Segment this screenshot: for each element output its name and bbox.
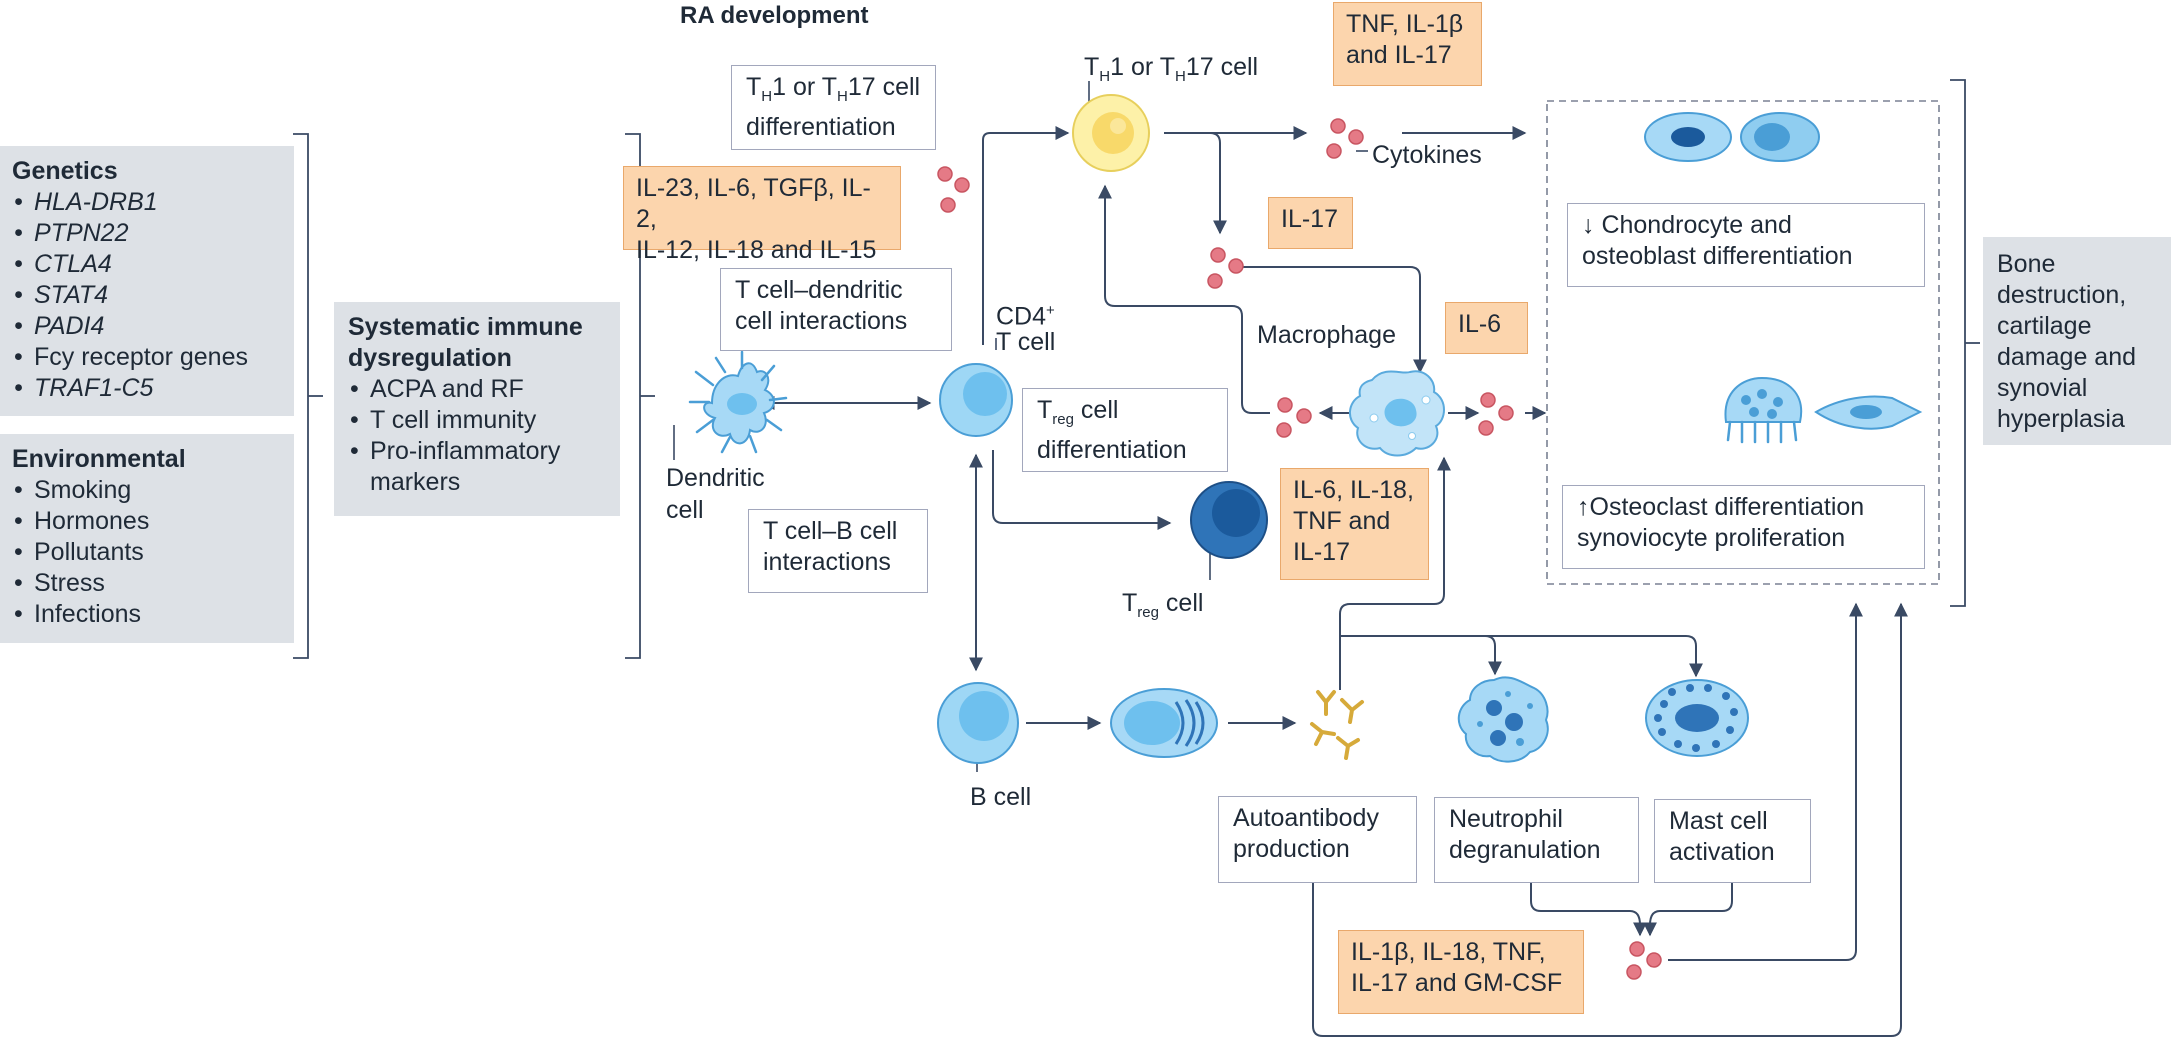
il6-il18-box: IL-6, IL-18, TNF and IL-17: [1280, 468, 1429, 580]
outcome-line: destruction,: [1997, 281, 2127, 309]
genetics-heading: Genetics: [12, 157, 118, 185]
il23-box: IL-23, IL-6, TGFβ, IL-2, IL-12, IL-18 an…: [623, 166, 901, 264]
dendritic-label-line1: Dendritic: [666, 464, 765, 492]
genetics-panel: Genetics HLA-DRB1 PTPN22 CTLA4 STAT4 PAD…: [0, 146, 294, 416]
outcome-line: damage and: [1997, 343, 2137, 371]
il6-box: IL-6: [1445, 302, 1528, 354]
dendritic-label-line2: cell: [666, 496, 704, 524]
outcome-panel: Bone destruction, cartilage damage and s…: [1983, 237, 2171, 445]
list-item: ACPA and RF: [348, 374, 606, 405]
il1b-il18-box: IL-1β, IL-18, TNF, IL-17 and GM-CSF: [1338, 930, 1584, 1014]
immune-heading-line2: dysregulation: [348, 344, 512, 372]
immune-list: ACPA and RF T cell immunity Pro-inflamma…: [348, 374, 606, 498]
mast-cell: [1645, 679, 1749, 757]
list-item: Pro-inflammatory markers: [348, 436, 606, 498]
autoantibody-callout: Autoantibody production: [1218, 796, 1417, 883]
neutrophil-callout: Neutrophil degranulation: [1434, 797, 1639, 883]
tnf-il1b-box: TNF, IL-1β and IL-17: [1333, 2, 1482, 86]
t-b-callout: T cell–B cell interactions: [748, 509, 928, 593]
list-item: HLA-DRB1: [12, 187, 282, 218]
arrows-group: [760, 126, 1908, 1037]
neutrophil-cell: [1457, 676, 1549, 763]
environmental-heading: Environmental: [12, 445, 186, 473]
diagram-title: RA development: [680, 2, 869, 29]
list-item: Fcy receptor genes: [12, 342, 282, 373]
list-item: TRAF1-C5: [12, 373, 282, 404]
list-item: T cell immunity: [348, 405, 606, 436]
cytokines-label: Cytokines: [1372, 141, 1482, 169]
environmental-panel: Environmental Smoking Hormones Pollutant…: [0, 434, 294, 643]
outcome-dashed-box: [1546, 100, 1940, 585]
cytokine-dots: [937, 118, 1662, 980]
t-dendritic-callout: T cell–dendritic cell interactions: [720, 268, 952, 351]
cd4-t-cell: [939, 363, 1013, 437]
list-item: Pollutants: [12, 537, 282, 568]
outcome-line: cartilage: [1997, 312, 2092, 340]
il17-box: IL-17: [1268, 197, 1353, 249]
outcome-line: synovial: [1997, 374, 2088, 402]
treg-cell: [1190, 481, 1268, 559]
osteoclast-cells: [1724, 376, 1923, 444]
cd4-label-line2: T cell: [996, 328, 1056, 356]
antibody-icons: [1310, 690, 1364, 760]
list-item: Hormones: [12, 506, 282, 537]
dendritic-cell: [688, 350, 788, 454]
outcome-line: hyperplasia: [1997, 405, 2125, 433]
osteoclast-callout: ↑Osteoclast differentiation synoviocyte …: [1562, 485, 1925, 569]
th-cell-label: TH1 or TH17 cell: [1084, 53, 1259, 85]
outcome-line: Bone: [1997, 250, 2056, 278]
bracket-left-group: [293, 79, 1980, 659]
list-item: CTLA4: [12, 249, 282, 280]
th-cell: [1072, 94, 1150, 172]
treg-differentiation-callout: Treg cell differentiation: [1022, 388, 1228, 472]
list-item: PTPN22: [12, 218, 282, 249]
environmental-list: Smoking Hormones Pollutants Stress Infec…: [12, 475, 282, 630]
list-item: Infections: [12, 599, 282, 630]
treg-label: Treg cell: [1122, 589, 1204, 621]
plasma-cell: [1110, 688, 1218, 758]
list-item: Stress: [12, 568, 282, 599]
immune-panel: Systematic immune dysregulation ACPA and…: [334, 302, 620, 516]
macrophage-cell: [1349, 370, 1445, 457]
genetics-list: HLA-DRB1 PTPN22 CTLA4 STAT4 PADI4 Fcy re…: [12, 187, 282, 404]
list-item: PADI4: [12, 311, 282, 342]
immune-heading-line1: Systematic immune: [348, 313, 583, 341]
macrophage-label: Macrophage: [1257, 321, 1396, 349]
list-item: STAT4: [12, 280, 282, 311]
b-cell-label: B cell: [970, 783, 1032, 811]
list-item: Smoking: [12, 475, 282, 506]
chondrocyte-callout: ↓ Chondrocyte and osteoblast differentia…: [1567, 203, 1925, 287]
chondrocyte-cells: [1644, 112, 1820, 162]
cd4-label: CD4+: [996, 302, 1055, 331]
mast-cell-callout: Mast cell activation: [1654, 799, 1811, 883]
b-cell: [937, 682, 1019, 764]
th-differentiation-callout: TH1 or TH17 cell differentiation: [731, 65, 936, 150]
